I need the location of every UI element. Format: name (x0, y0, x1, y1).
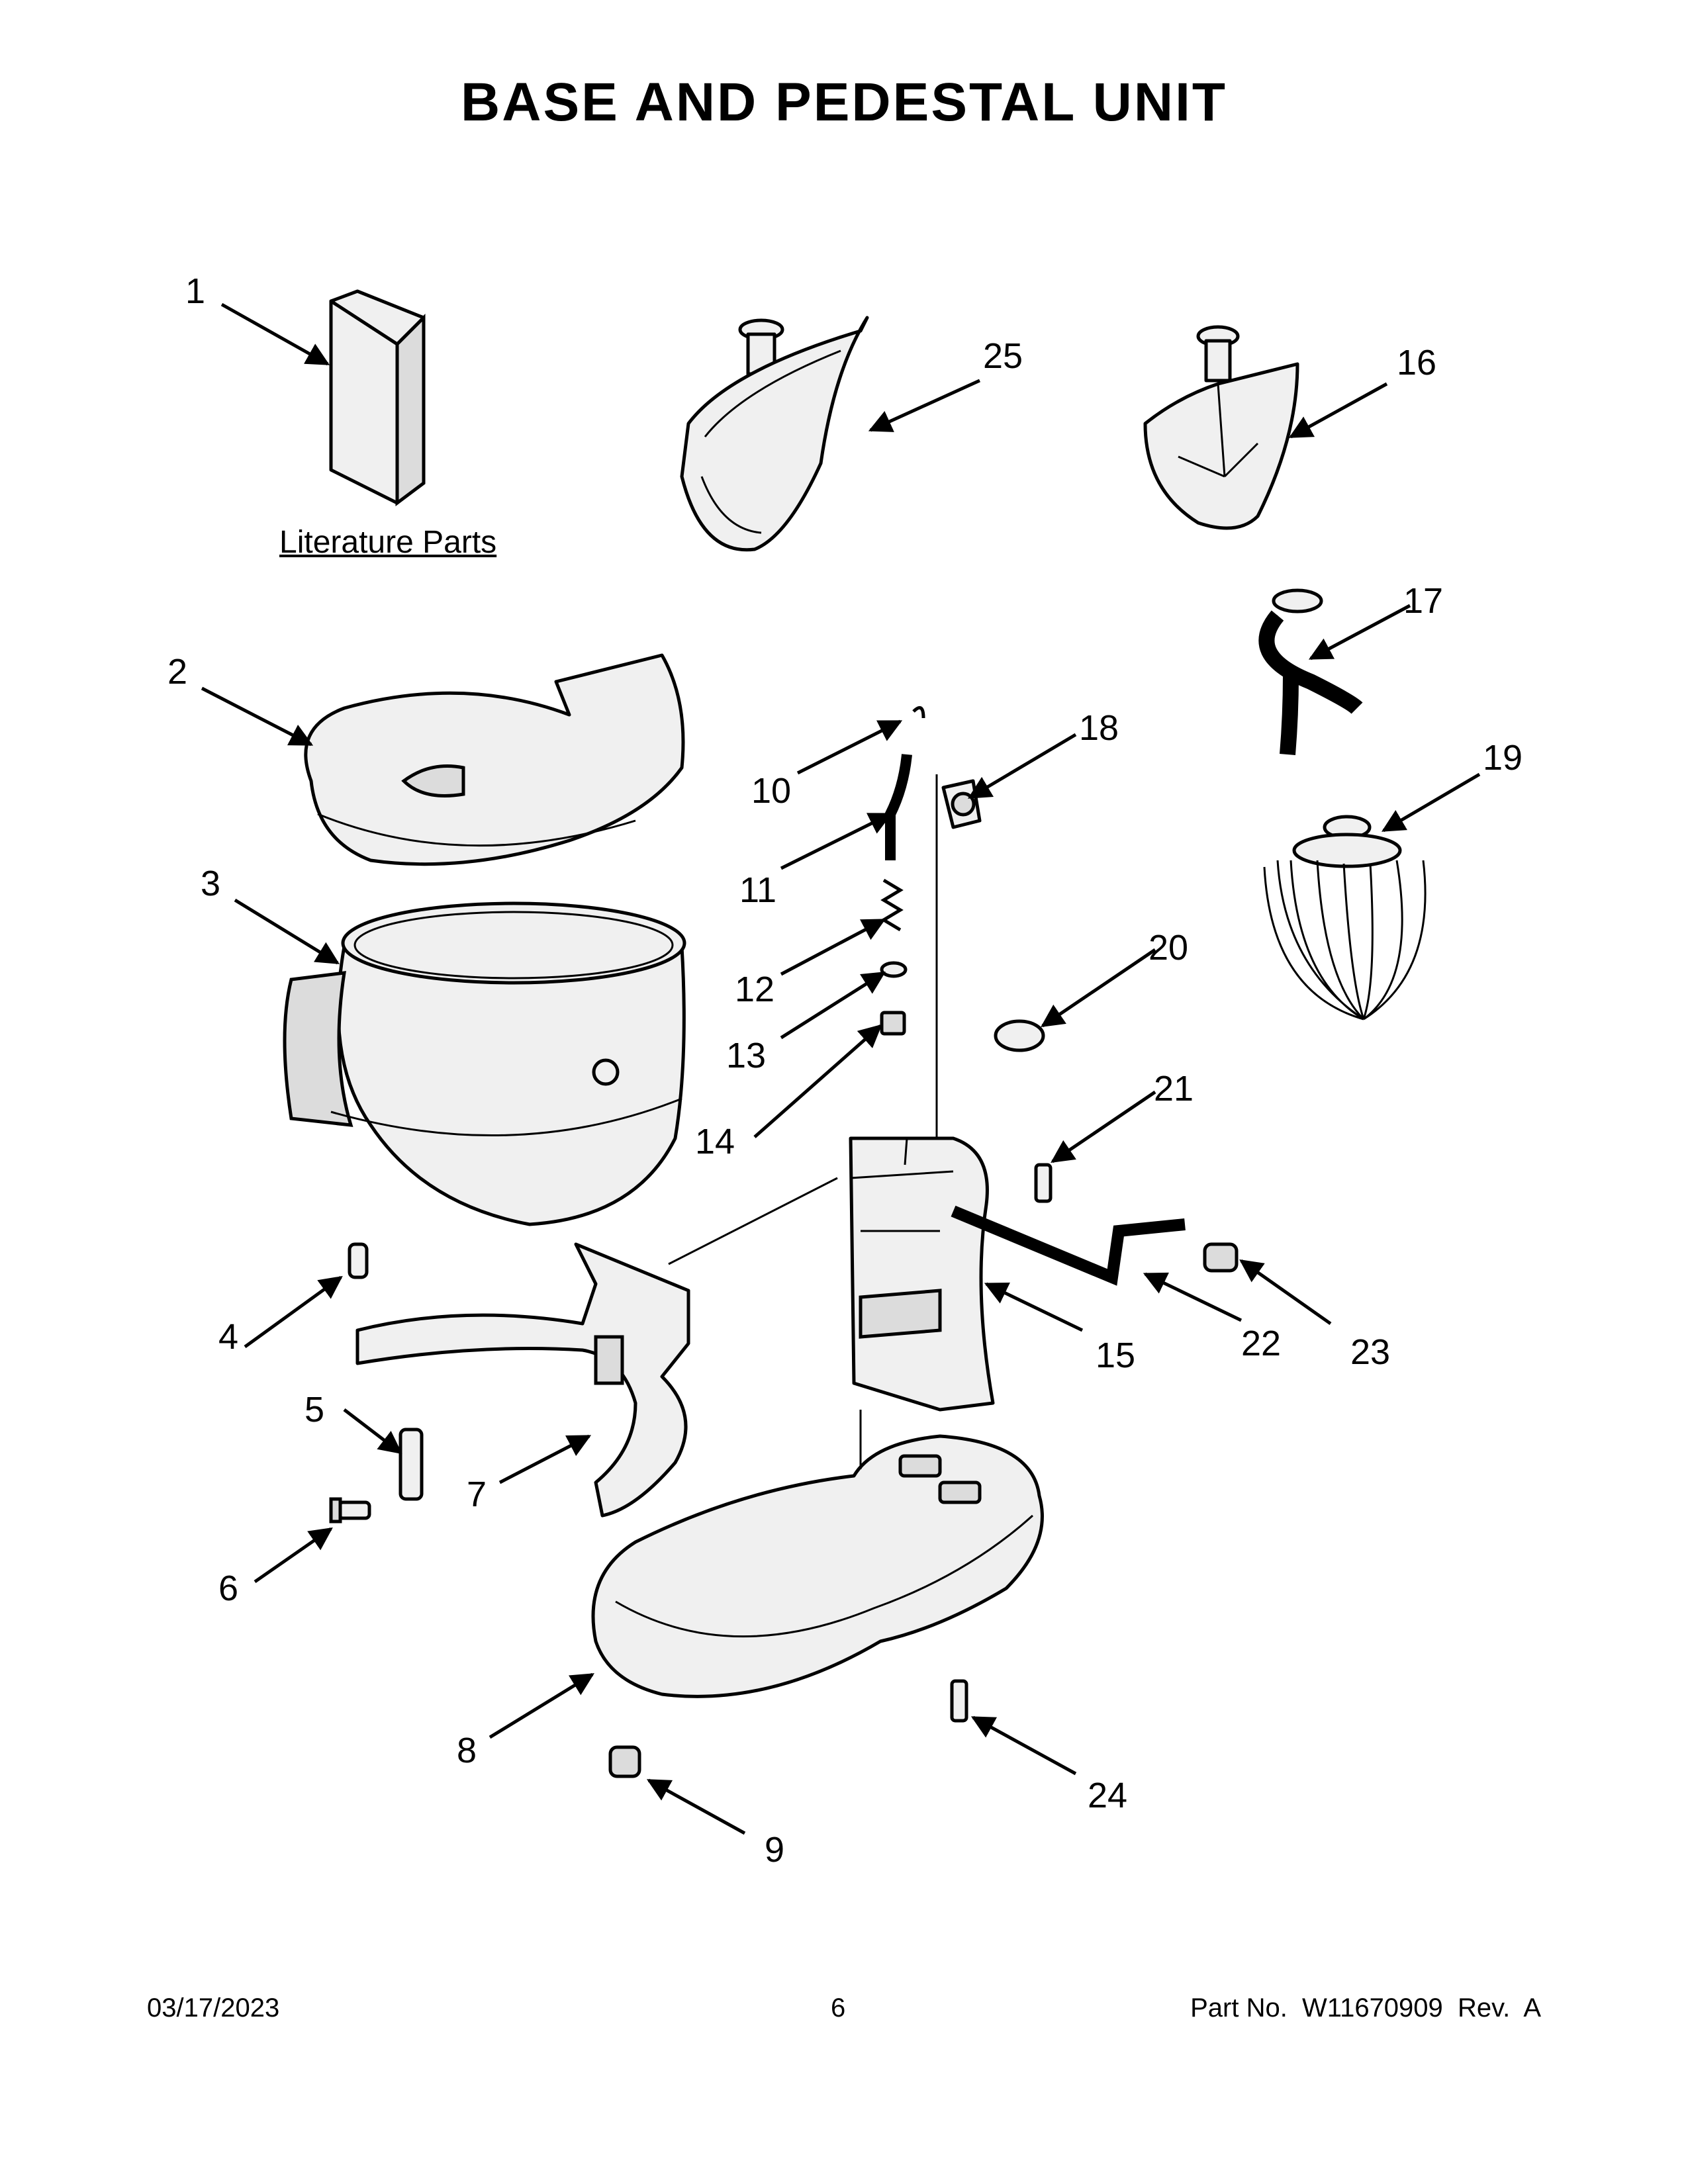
part-24-screw (950, 1679, 968, 1723)
callout-6: 6 (218, 1569, 239, 1608)
part-2-pouring-shield (304, 653, 685, 866)
part-22-crank (951, 1205, 1186, 1286)
part-25-flex-edge-beater (680, 316, 869, 552)
footer-date: 03/17/2023 (147, 1993, 280, 2023)
part-1-literature-booklet (329, 289, 426, 506)
callout-15: 15 (1095, 1336, 1136, 1375)
callout-11: 11 (739, 870, 777, 910)
callout-2: 2 (167, 652, 188, 692)
page-title: BASE AND PEDESTAL UNIT (461, 72, 1227, 132)
callout-20: 20 (1148, 928, 1189, 968)
callout-5: 5 (304, 1390, 325, 1430)
callout-18: 18 (1078, 708, 1119, 748)
part-7-bowl-support (355, 1242, 690, 1518)
callout-4: 4 (218, 1317, 239, 1357)
part-16-flat-beater (1143, 325, 1299, 530)
footer-part-number: Part No. W11670909 Rev. A (1190, 1993, 1541, 2023)
callout-8: 8 (456, 1731, 477, 1770)
part-12-spring (880, 878, 904, 932)
part-23-handle (1203, 1242, 1239, 1273)
part-9-foot (608, 1745, 641, 1778)
part-10-clip (912, 705, 925, 719)
part-21-screw (1034, 1163, 1053, 1203)
callout-14: 14 (694, 1122, 735, 1161)
part-13-washer (880, 961, 908, 978)
part-3-bowl (283, 901, 686, 1226)
callout-23: 23 (1350, 1332, 1391, 1372)
part-6-screw (329, 1497, 371, 1524)
part-4-locating-pin (348, 1242, 369, 1279)
callout-3: 3 (200, 864, 221, 903)
callout-24: 24 (1087, 1776, 1128, 1815)
callout-9: 9 (764, 1830, 785, 1870)
part-20-knob (994, 1019, 1045, 1052)
callout-10: 10 (751, 771, 792, 811)
callout-17: 17 (1403, 581, 1444, 621)
footer-page-number: 6 (831, 1993, 846, 2023)
callout-1: 1 (185, 271, 206, 311)
callout-7: 7 (466, 1475, 487, 1514)
callout-19: 19 (1482, 738, 1523, 778)
part-17-dough-hook (1258, 588, 1363, 755)
callout-16: 16 (1396, 343, 1437, 383)
callout-12: 12 (734, 970, 775, 1009)
part-18-lever (941, 779, 982, 829)
literature-parts-label: Literature Parts (279, 525, 497, 560)
part-19-wire-whip (1263, 815, 1427, 1021)
part-8-base (591, 1434, 1044, 1698)
leader-lines (201, 302, 1481, 1835)
callout-21: 21 (1153, 1069, 1194, 1109)
part-15-pedestal (849, 1136, 995, 1412)
part-5-bracket (399, 1428, 424, 1501)
callout-22: 22 (1241, 1324, 1282, 1363)
part-11-rod (885, 754, 912, 860)
callout-25: 25 (982, 336, 1023, 376)
callout-13: 13 (726, 1036, 767, 1075)
part-14-nut (880, 1011, 906, 1036)
